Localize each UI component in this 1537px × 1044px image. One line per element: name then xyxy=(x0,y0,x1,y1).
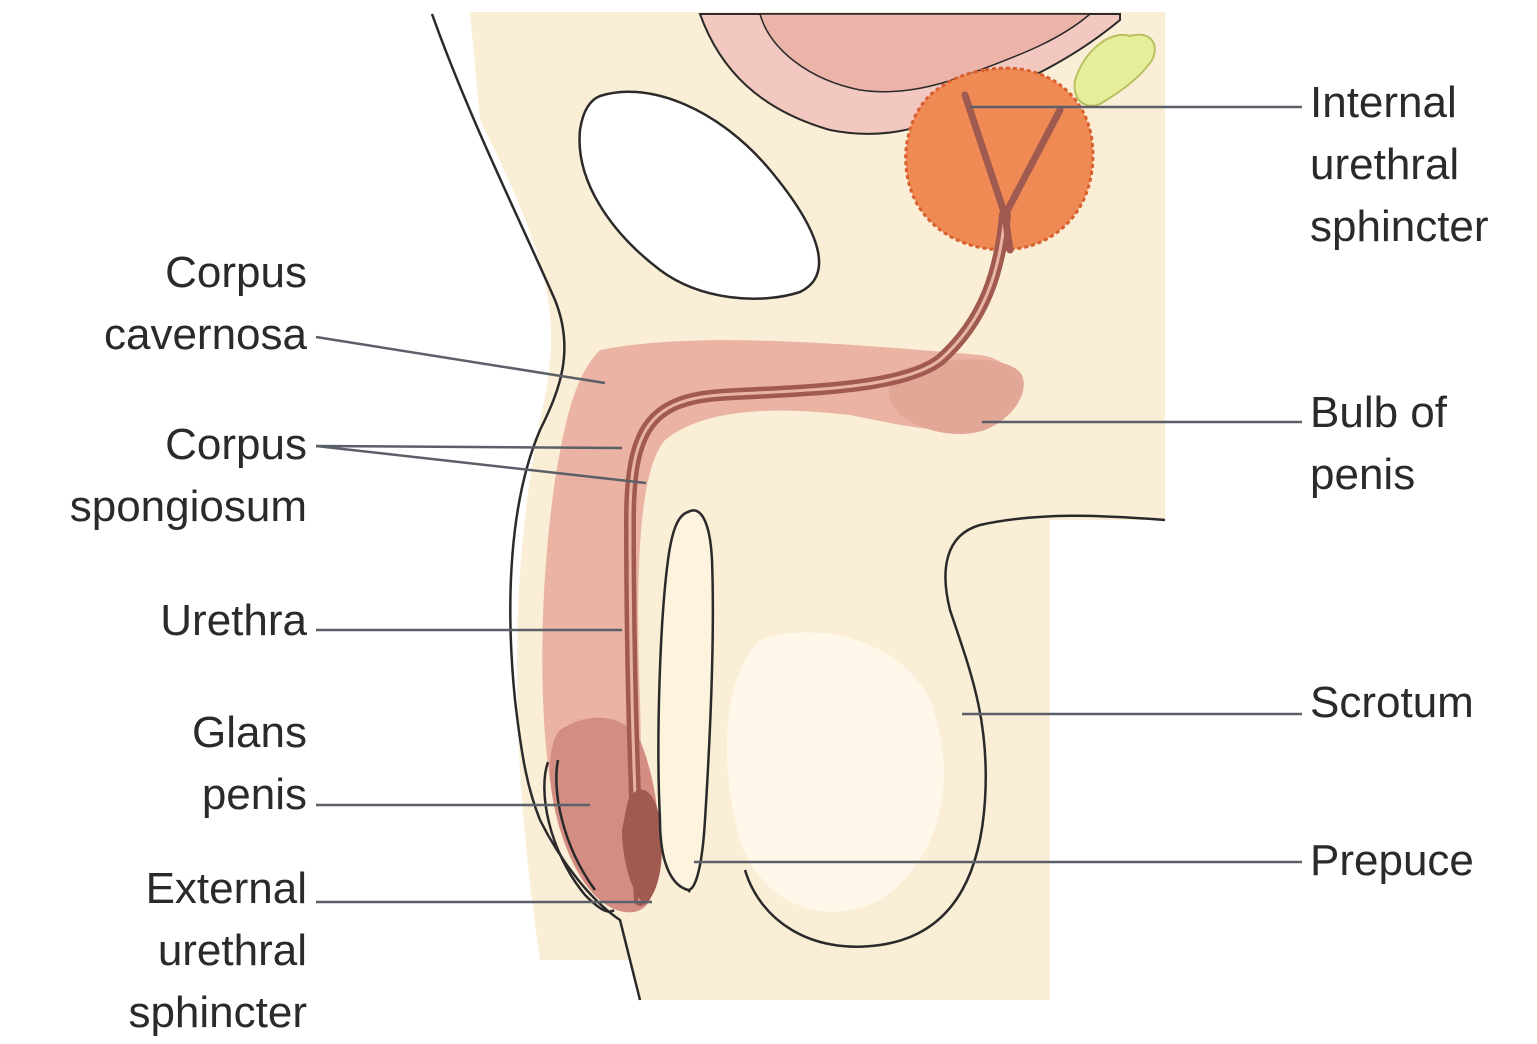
tissue-highlight xyxy=(727,633,944,912)
label-line: Scrotum xyxy=(1310,672,1474,734)
label-corpus-spongiosum: Corpus spongiosum xyxy=(70,414,307,538)
label-line: Prepuce xyxy=(1310,830,1474,892)
label-line: Internal xyxy=(1310,72,1489,134)
label-line: Bulb of xyxy=(1310,382,1447,444)
label-line: Urethra xyxy=(160,590,307,652)
label-corpus-cavernosa: Corpus cavernosa xyxy=(104,242,307,366)
label-line: Corpus xyxy=(104,242,307,304)
label-external-urethral-sphincter: External urethral sphincter xyxy=(128,858,307,1044)
label-line: penis xyxy=(1310,444,1447,506)
label-line: Corpus xyxy=(70,414,307,476)
label-line: spongiosum xyxy=(70,476,307,538)
label-line: urethral xyxy=(1310,134,1489,196)
thigh-outline xyxy=(658,510,712,890)
label-line: penis xyxy=(192,764,307,826)
label-prepuce: Prepuce xyxy=(1310,830,1474,892)
label-line: urethral xyxy=(128,920,307,982)
label-line: Glans xyxy=(192,702,307,764)
label-line: cavernosa xyxy=(104,304,307,366)
label-bulb-of-penis: Bulb of penis xyxy=(1310,382,1447,506)
label-line: External xyxy=(128,858,307,920)
label-internal-urethral-sphincter: Internal urethral sphincter xyxy=(1310,72,1489,258)
label-line: sphincter xyxy=(1310,196,1489,258)
label-glans-penis: Glans penis xyxy=(192,702,307,826)
label-scrotum: Scrotum xyxy=(1310,672,1474,734)
label-urethra: Urethra xyxy=(160,590,307,652)
label-line: sphincter xyxy=(128,982,307,1044)
